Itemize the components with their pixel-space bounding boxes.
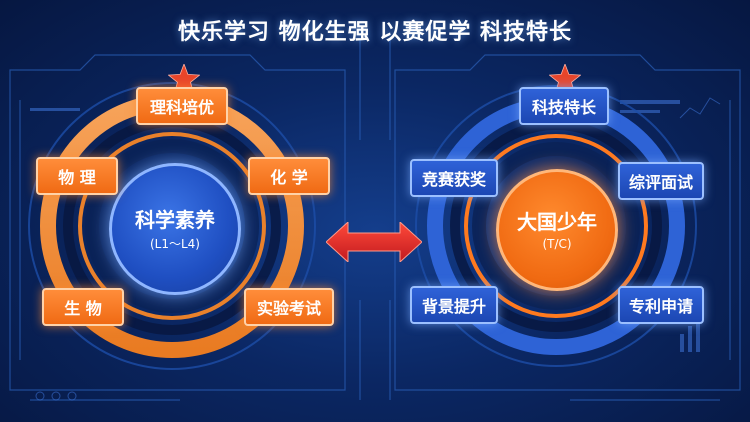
center-title: 科学素养 <box>135 207 215 232</box>
center-subtitle: (T/C) <box>542 237 572 251</box>
node-patent-application: 专利申请 <box>618 286 704 324</box>
node-physics: 物 理 <box>36 157 118 195</box>
node-lab-exam: 实验考试 <box>244 288 334 326</box>
node-chemistry: 化 学 <box>248 157 330 195</box>
center-title: 大国少年 <box>517 210 597 234</box>
node-tech-specialty: 科技特长 <box>519 87 609 125</box>
center-circle-young-talent: 大国少年 (T/C) <box>496 169 618 291</box>
node-background-boost: 背景提升 <box>410 286 498 324</box>
double-arrow-icon <box>326 222 422 262</box>
page-title: 快乐学习 物化生强 以赛促学 科技特长 <box>178 20 572 45</box>
node-biology: 生 物 <box>42 288 124 326</box>
node-advanced-science: 理科培优 <box>136 87 228 125</box>
center-subtitle: (L1～L4) <box>149 236 200 251</box>
center-circle-science-literacy: 科学素养 (L1～L4) <box>109 163 241 295</box>
node-competition-awards: 竞赛获奖 <box>410 159 498 197</box>
node-comprehensive-interview: 综评面试 <box>618 162 704 200</box>
